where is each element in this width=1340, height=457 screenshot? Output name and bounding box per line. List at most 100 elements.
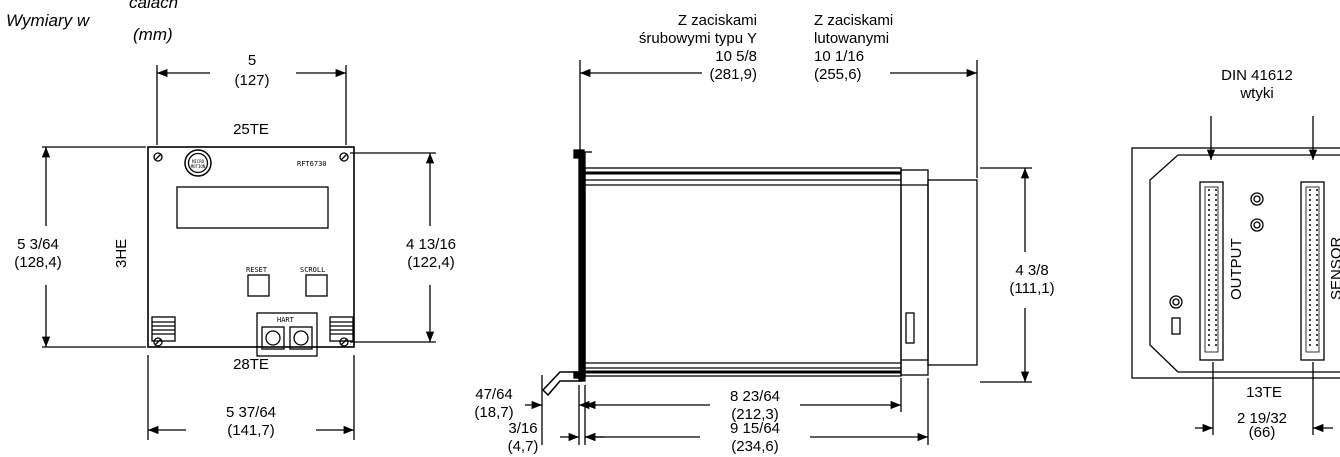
connector-pin [1309,214,1311,216]
connector-pin [1316,219,1318,221]
connector-pin [1208,339,1210,341]
connector-pin [1208,289,1210,291]
connector-pin [1309,269,1311,271]
rear-panel [1131,147,1340,379]
side-height-mm: (111,1) [1009,280,1055,297]
connector-pin [1215,269,1217,271]
connector-pin [1309,299,1311,301]
connector-pin [1208,239,1210,241]
body-length-mm: (212,3) [731,406,779,423]
connector-pin [1309,344,1311,346]
connector-pin [1316,304,1318,306]
connector-pin [1316,294,1318,296]
front-bottom-width: 5 37/64 [225,404,277,421]
connector-pin [1309,224,1311,226]
rear-spacing-mm: (66) [1248,424,1276,441]
screw-label-2: śrubowymi typu Y [638,30,757,47]
model-label: RFT6730 [297,160,327,168]
connector-pin [1208,209,1210,211]
connector-pin [1316,289,1318,291]
connector-pin [1316,339,1318,341]
connector-pin [1208,199,1210,201]
body [584,167,902,377]
logo-text: MICRO MOTION [190,159,206,169]
connector-pin [1316,224,1318,226]
connector-pin [1208,294,1210,296]
solder-label-1: Z zaciskami [814,12,894,29]
screw-length: 10 5/8 [715,48,757,65]
connector-pin [1316,319,1318,321]
connector-pin [1309,279,1311,281]
connector-pin [1215,214,1217,216]
connector-pin [1309,329,1311,331]
connector-pin [1215,249,1217,251]
front-left-height-mm: (128,4) [14,254,62,271]
connector-pin [1215,239,1217,241]
reset-label: RESET [246,266,268,274]
connector-pin [1316,239,1318,241]
front-right-height-mm: (122,4) [407,254,455,271]
connector-pin [1215,234,1217,236]
connector-pin [1215,224,1217,226]
side-view [525,60,1032,445]
solder-length-mm: (255,6) [814,66,862,83]
connector-pin [1316,329,1318,331]
connector-pin [1309,194,1311,196]
connector-pin [1309,199,1311,201]
hart-label: HART [277,316,294,324]
solder-label-2: lutowanymi [814,30,890,47]
connector-pin [1208,259,1210,261]
connector-pin [1215,319,1217,321]
connector-pin [1309,189,1311,191]
connector-pin [1309,234,1311,236]
output-connector [1199,181,1224,361]
connector-label-2: wtyki [1240,85,1274,102]
front-bottom-width-mm: (141,7) [227,422,275,439]
connector-pin [1309,289,1311,291]
front-view [41,65,436,440]
front-panel [147,146,355,348]
connector-pin [1309,334,1311,336]
connector-pin [1316,279,1318,281]
front-top-width: 5 [247,52,257,69]
label-28te: 28TE [233,356,269,373]
connector-pin [1208,284,1210,286]
connector-pin [1208,234,1210,236]
connector-pin [1208,189,1210,191]
connector-pin [1215,304,1217,306]
logo-icon [184,149,212,177]
scroll-button [305,274,328,297]
front-offset-mm: (18,7) [474,404,514,421]
left-handle [151,316,176,342]
rear-view [1131,116,1340,435]
front-plate [578,152,586,382]
connector-pin [1215,254,1217,256]
connector-pin [1215,199,1217,201]
connector-pin [1215,339,1217,341]
label-3he: 3HE [113,238,130,268]
connector-pin [1208,309,1210,311]
connector-pin [1316,209,1318,211]
units-note-unit: calach [129,0,179,12]
connector-pin [1208,299,1210,301]
connector-pin [1208,249,1210,251]
connector-pin [1316,229,1318,231]
connector-pin [1208,244,1210,246]
connector-pin [1208,274,1210,276]
total-length: 9 15/64 [729,420,781,437]
connector-pin [1208,334,1210,336]
body-length: 8 23/64 [729,388,781,405]
lcd-display [176,186,329,229]
connector-pin [1215,329,1217,331]
total-length-mm: (234,6) [731,438,779,455]
connector-pin [1215,229,1217,231]
connector-pin [1309,239,1311,241]
connector-pin [1309,284,1311,286]
connector-pin [1208,324,1210,326]
connector-pin [1309,309,1311,311]
connector-pin [1316,249,1318,251]
connector-pin [1309,319,1311,321]
connector-pin [1316,299,1318,301]
connector-pin [1215,294,1217,296]
